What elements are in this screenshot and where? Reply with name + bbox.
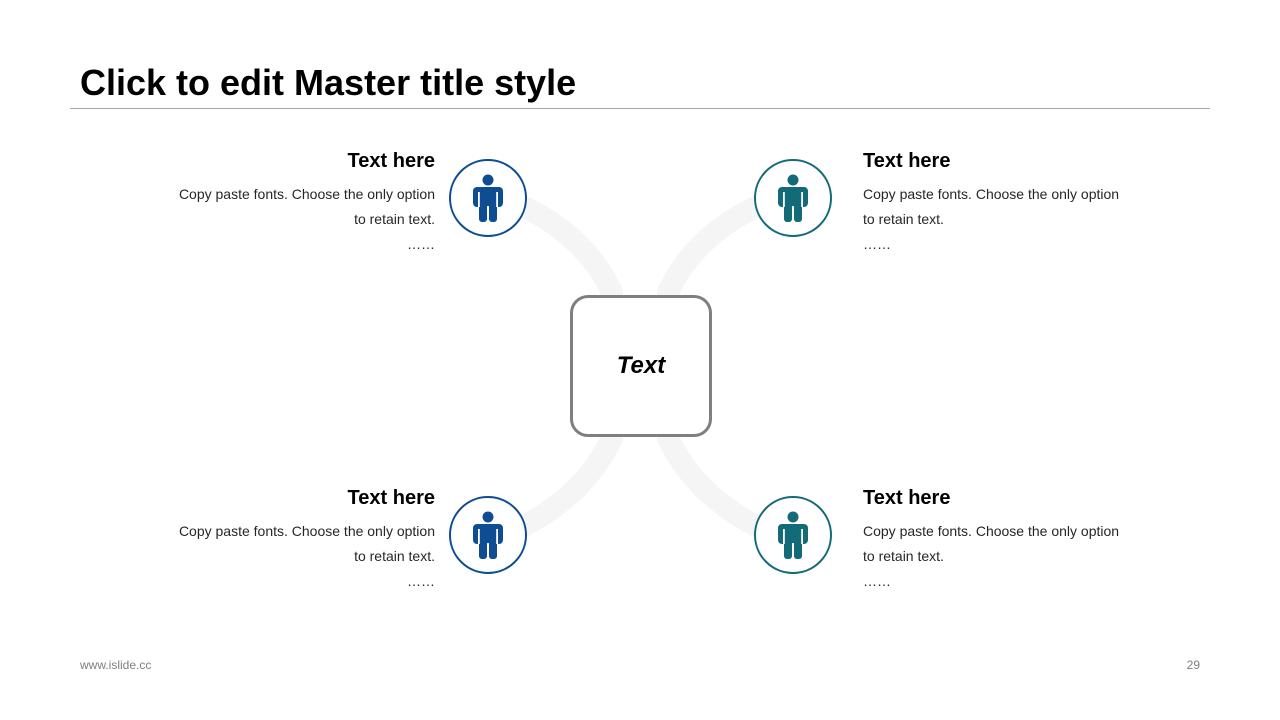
page-number: 29 bbox=[1186, 658, 1200, 672]
footer-url[interactable]: www.islide.cc bbox=[80, 658, 152, 672]
node-heading: Text here bbox=[347, 487, 435, 509]
node-text-top-right: Text here Copy paste fonts. Choose the o… bbox=[863, 149, 1153, 257]
connector-arc-bottom-right bbox=[657, 427, 771, 539]
person-icon bbox=[473, 511, 503, 559]
node-body-line: to retain text. bbox=[863, 211, 944, 227]
node-body: Copy paste fonts. Choose the only option… bbox=[145, 519, 435, 594]
person-icon bbox=[778, 174, 808, 222]
node-body-line: …… bbox=[407, 573, 435, 589]
node-heading: Text here bbox=[347, 150, 435, 172]
connector-arc-top-left bbox=[509, 194, 623, 303]
connector-arc-bottom-left bbox=[509, 427, 623, 539]
node-body-line: …… bbox=[863, 573, 891, 589]
center-box[interactable]: Text bbox=[570, 295, 712, 437]
node-body-line: to retain text. bbox=[354, 548, 435, 564]
node-body-line: to retain text. bbox=[863, 548, 944, 564]
connector-arc-top-right bbox=[657, 194, 771, 303]
node-heading: Text here bbox=[863, 487, 951, 509]
icon-circle-top-right[interactable] bbox=[754, 159, 832, 237]
center-label: Text bbox=[616, 352, 666, 379]
node-heading: Text here bbox=[863, 150, 951, 172]
node-body: Copy paste fonts. Choose the only option… bbox=[863, 182, 1153, 257]
node-body-line: to retain text. bbox=[354, 211, 435, 227]
node-body-line: Copy paste fonts. Choose the only option bbox=[178, 186, 435, 202]
node-body: Copy paste fonts. Choose the only option… bbox=[145, 182, 435, 257]
node-text-top-left: Text here Copy paste fonts. Choose the o… bbox=[145, 149, 435, 257]
icon-circle-bottom-right[interactable] bbox=[754, 496, 832, 574]
person-icon bbox=[473, 174, 503, 222]
slide-title: Click to edit Master title style bbox=[80, 62, 577, 103]
node-body-line: Copy paste fonts. Choose the only option bbox=[863, 523, 1120, 539]
node-body-line: Copy paste fonts. Choose the only option bbox=[178, 523, 435, 539]
node-text-bottom-left: Text here Copy paste fonts. Choose the o… bbox=[145, 486, 435, 594]
icon-circle-bottom-left[interactable] bbox=[449, 496, 527, 574]
title-divider bbox=[70, 108, 1210, 109]
node-body-line: Copy paste fonts. Choose the only option bbox=[863, 186, 1120, 202]
icon-circle-top-left[interactable] bbox=[449, 159, 527, 237]
node-body-line: …… bbox=[863, 236, 891, 252]
node-body-line: …… bbox=[407, 236, 435, 252]
node-body: Copy paste fonts. Choose the only option… bbox=[863, 519, 1153, 594]
node-text-bottom-right: Text here Copy paste fonts. Choose the o… bbox=[863, 486, 1153, 594]
person-icon bbox=[778, 511, 808, 559]
